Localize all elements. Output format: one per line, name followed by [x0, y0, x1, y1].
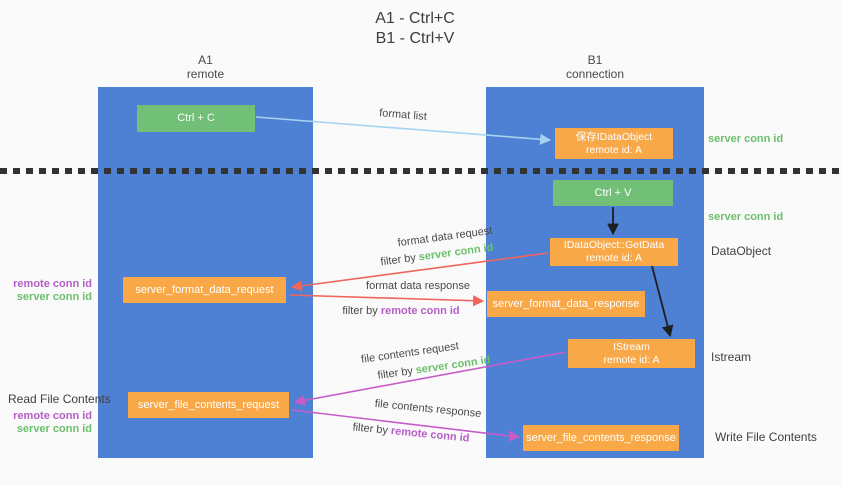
copy-paste-divider-dotted-line	[0, 168, 842, 174]
node-server-file-contents-request-label: server_file_contents_request	[137, 398, 280, 411]
remote-conn-id-key: remote conn id	[380, 305, 460, 317]
side-label-server-conn-id-left-bottom: server conn id	[16, 423, 92, 435]
lane-a1-subtitle: remote	[186, 67, 225, 81]
node-istream: IStream remote id: A	[568, 339, 695, 368]
node-ctrl-v-label: Ctrl + V	[594, 186, 632, 199]
node-server-file-contents-request: server_file_contents_request	[128, 392, 289, 418]
diagram-title: A1 - Ctrl+C B1 - Ctrl+V	[0, 9, 830, 49]
node-save-idataobject-line2: remote id: A	[585, 143, 643, 156]
node-server-format-data-request: server_format_data_request	[123, 277, 286, 303]
filter-by-text: filter by	[342, 305, 378, 317]
arrow-format-list	[255, 116, 552, 145]
node-ctrl-v: Ctrl + V	[553, 180, 673, 206]
lane-a1-title: A1	[198, 53, 213, 67]
node-save-idataobject-line1: 保存IDataObject	[575, 130, 653, 143]
arrow-file-contents-response	[291, 409, 521, 442]
lane-b1-title: B1	[587, 53, 603, 67]
label-format-data-response: format data response	[366, 280, 470, 292]
node-server-format-data-request-label: server_format_data_request	[135, 283, 274, 296]
node-istream-line2: remote id: A	[603, 353, 660, 366]
side-label-read-file-contents: Read File Contents	[8, 392, 111, 406]
node-server-format-data-response-label: server_format_data_response	[492, 297, 640, 310]
node-idataobject-getdata-line2: remote id: A	[585, 252, 643, 264]
side-label-server-conn-id-right-top: server conn id	[708, 133, 784, 145]
arrow-file-contents-request	[293, 351, 567, 406]
node-istream-line1: IStream	[613, 340, 650, 353]
lane-header-a1: A1 remote	[98, 53, 313, 81]
side-label-dataobject: DataObject	[711, 244, 772, 258]
node-idataobject-getdata-line1: IDataObject::GetData	[563, 239, 665, 251]
lane-header-b1: B1 connection	[486, 53, 704, 81]
node-server-file-contents-response-label: server_file_contents_response	[526, 431, 676, 444]
node-server-file-contents-response: server_file_contents_response	[523, 425, 679, 451]
side-label-write-file-contents: Write File Contents	[715, 430, 817, 444]
arrow-getdata-to-istream	[651, 265, 674, 338]
side-label-server-conn-id-right-mid: server conn id	[708, 211, 784, 223]
node-ctrl-c: Ctrl + C	[137, 105, 255, 132]
title-line-1: A1 - Ctrl+C	[375, 10, 455, 27]
node-save-idataobject: 保存IDataObject remote id: A	[555, 128, 673, 159]
arrow-format-data-request	[290, 252, 549, 292]
side-label-remote-conn-id-left-top: remote conn id	[13, 278, 92, 290]
side-label-server-conn-id-left-top: server conn id	[16, 291, 92, 303]
title-line-2: B1 - Ctrl+V	[375, 30, 455, 47]
side-label-remote-conn-id-left-bottom: remote conn id	[13, 410, 92, 422]
node-idataobject-getdata: IDataObject::GetData remote id: A	[550, 238, 678, 266]
lane-b1-subtitle: connection	[565, 67, 625, 81]
node-ctrl-c-label: Ctrl + C	[177, 112, 215, 124]
side-label-istream: Istream	[711, 350, 752, 364]
node-server-format-data-response: server_format_data_response	[487, 291, 645, 317]
arrow-format-data-response	[288, 294, 485, 307]
